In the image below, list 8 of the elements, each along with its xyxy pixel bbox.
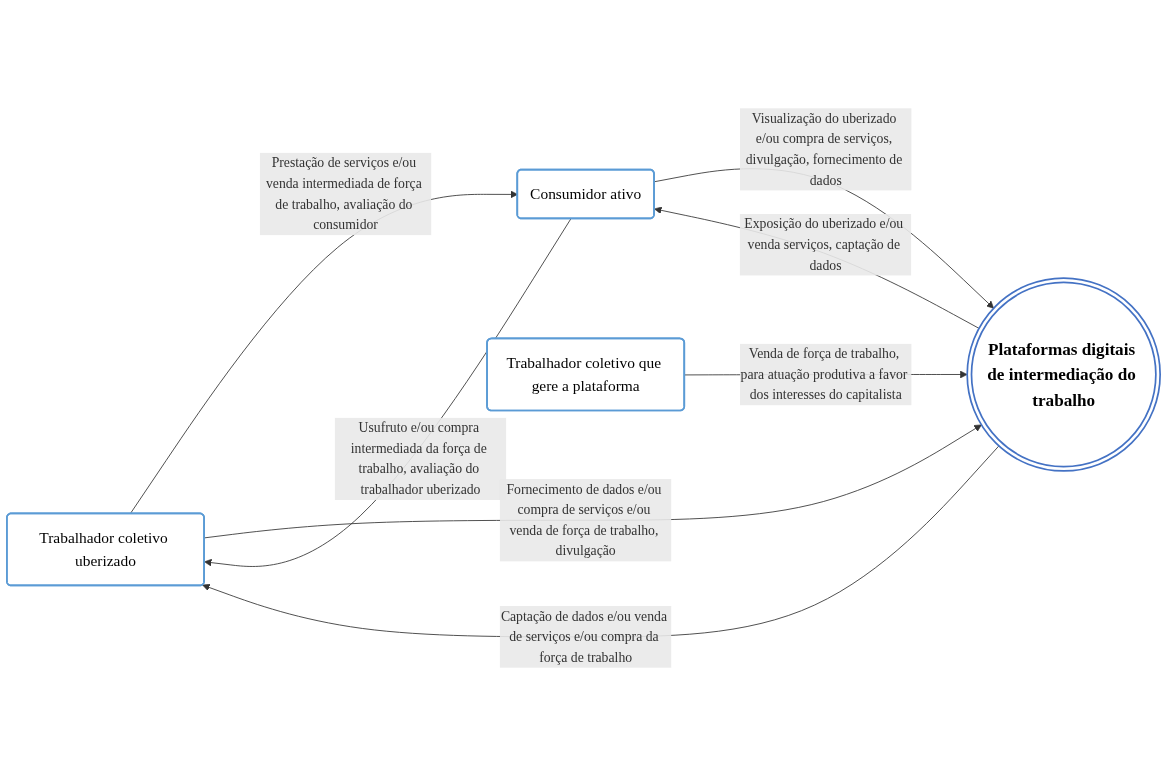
edge-label: Fornecimento de dados e/ou compra de serviços e/ou venda de força de trabalho, divulgação xyxy=(506,481,662,558)
node-circle: Plataformas digitais de intermediação do trabalho xyxy=(966,277,1161,472)
edge-label: Prestação de serviços e/ou venda intermediada de força de trabalho, avaliação do consumidor xyxy=(265,155,422,232)
edge-label: Visualização do uberizado e/ou compra de serviços, divulgação, fornecimento de dados xyxy=(745,110,903,188)
edge-label: Venda de força de trabalho, para atuação produtiva a favor dos interesses do capitalista xyxy=(740,346,908,402)
edge-label: Usufruto e/ou compra intermediada da força de trabalho, avaliação do trabalhador uberizado xyxy=(350,420,487,497)
edge-label: Exposição do uberizado e/ou venda serviços, captação de dados xyxy=(744,216,904,273)
edge-label: Captação de dados e/ou venda de serviços e/ou compra da força de trabalho xyxy=(500,608,667,665)
